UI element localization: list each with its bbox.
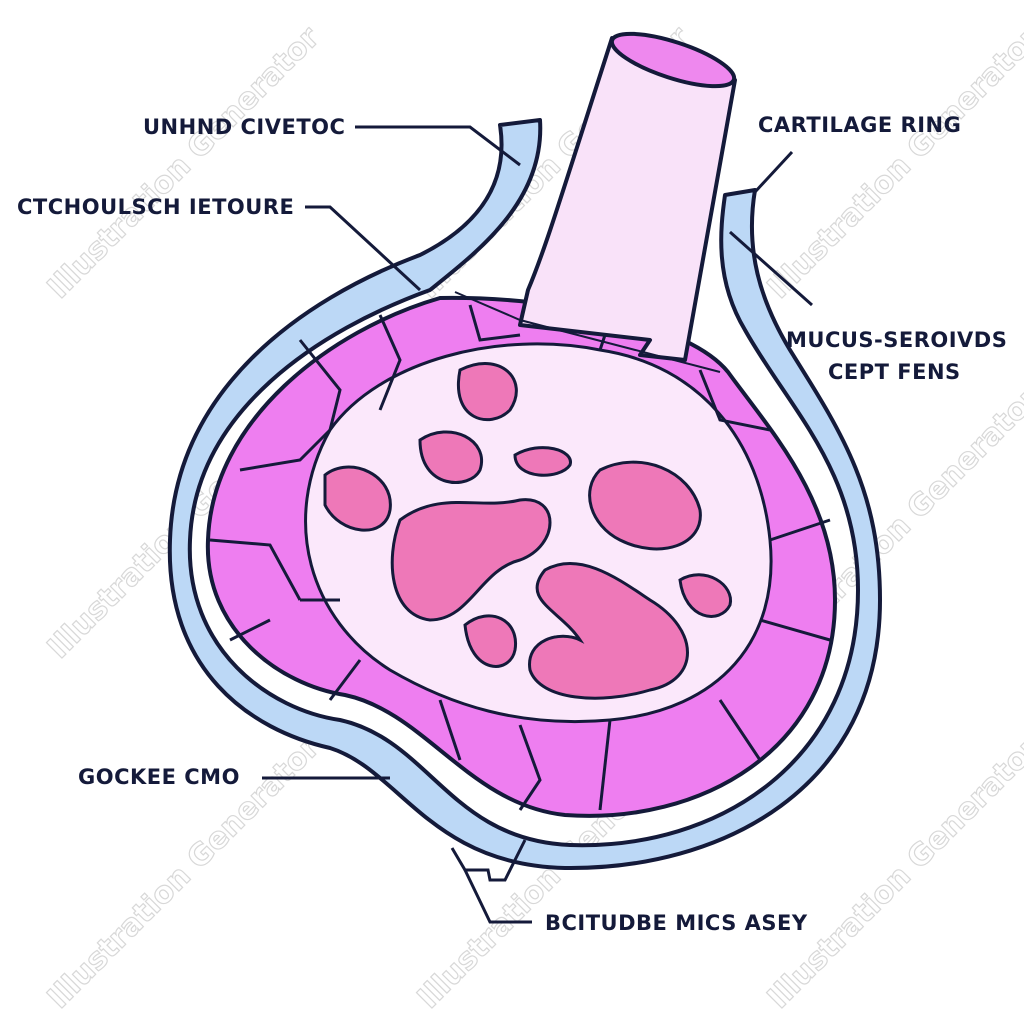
label-bcitudbe-mics-asey: BCITUDBE MICS ASEY <box>545 911 808 935</box>
duct-opening <box>609 31 737 89</box>
label-cartilage-ring: CARTILAGE RING <box>758 113 962 137</box>
duct <box>518 36 737 362</box>
label-gockee-cmo: GOCKEE CMO <box>78 765 240 789</box>
label-cept-fens: CEPT FENS <box>828 360 961 384</box>
label-unhnd-civetoc: UNHND CIVETOC <box>143 115 346 139</box>
cartilage-wall <box>167 118 882 871</box>
leader-lines <box>262 125 813 924</box>
svg-text:Illustration Generator: Illustration Generator <box>761 20 1024 306</box>
label-mucus-seroivds: MUCUS-SEROIVDS <box>786 328 1008 352</box>
svg-text:Illustration Generator: Illustration Generator <box>41 20 327 306</box>
secretory-cells <box>323 362 732 700</box>
cell-borders <box>209 304 831 811</box>
label-ctchoulsch-ietoure: CTCHOULSCH IETOURE <box>17 195 295 219</box>
